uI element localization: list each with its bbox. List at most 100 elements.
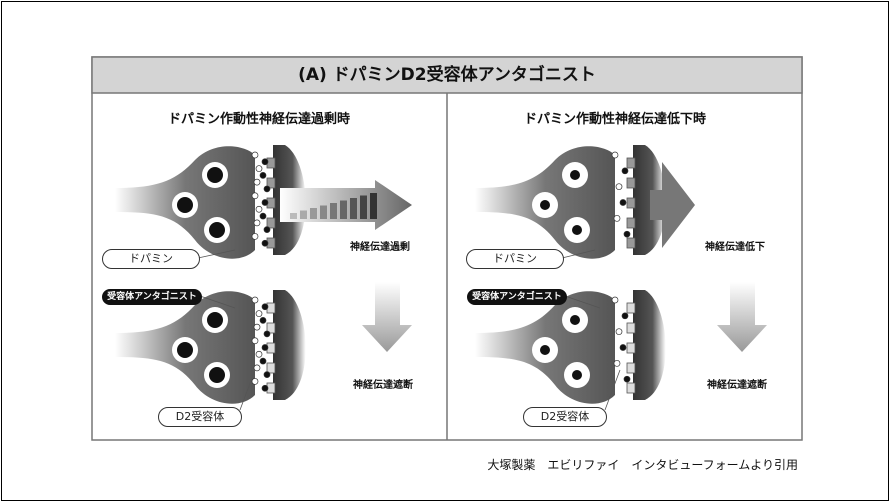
dopamine-molecule xyxy=(261,239,269,247)
antagonist-molecule xyxy=(253,178,261,186)
vesicle-contents xyxy=(177,342,193,358)
antagonist-molecule xyxy=(251,151,259,159)
d2-receptor xyxy=(626,342,636,354)
leader-line xyxy=(199,295,236,309)
signal-bar xyxy=(320,205,327,219)
d2-receptor-label-right: D2受容体 xyxy=(523,407,607,427)
dopamine-molecule xyxy=(263,226,271,233)
block-arrow-left xyxy=(362,282,412,352)
vesicle-contents xyxy=(570,315,580,325)
antagonist-label-left: 受容体アンタゴニスト xyxy=(102,289,202,305)
synapse xyxy=(115,290,306,404)
antagonist-label-right: 受容体アンタゴニスト xyxy=(467,289,567,305)
dopamine-molecule xyxy=(623,375,631,383)
d2-receptor-label-left: D2受容体 xyxy=(158,407,242,427)
antagonist-molecule xyxy=(251,233,259,240)
d2-receptor xyxy=(266,362,276,374)
d2-receptor xyxy=(266,157,276,169)
diagram-title: (A) ドパミンD2受容体アンタゴニスト xyxy=(298,65,596,85)
result-excess: 神経伝達過剰 xyxy=(350,242,410,253)
antagonist-molecule xyxy=(251,192,259,200)
dopamine-molecule xyxy=(261,344,269,351)
antagonist-molecule xyxy=(613,214,621,222)
leader-line xyxy=(604,369,621,411)
vesicle-contents xyxy=(540,200,550,210)
synapse xyxy=(475,145,666,259)
leader-line xyxy=(564,295,601,309)
postsynaptic-membrane xyxy=(633,145,666,255)
dopamine-molecule xyxy=(261,199,269,206)
signal-bar xyxy=(330,203,337,219)
d2-receptor xyxy=(266,217,276,229)
d2-receptor xyxy=(626,322,636,334)
antagonist-molecule xyxy=(253,323,261,331)
vesicle-contents xyxy=(209,367,225,383)
leader-line xyxy=(197,249,236,259)
dopamine-molecule xyxy=(621,312,629,320)
antagonist-molecule xyxy=(255,350,263,358)
dopamine-label-left: ドパミン xyxy=(102,249,200,269)
d2-receptor xyxy=(626,362,636,374)
dopamine-molecule xyxy=(619,344,627,351)
antagonist-molecule xyxy=(613,359,621,367)
vesicle-contents xyxy=(207,312,223,328)
dopamine-molecule xyxy=(263,330,271,338)
antagonist-molecule xyxy=(615,183,623,191)
dopamine-label-right: ドパミン xyxy=(466,249,564,269)
dopamine-molecule xyxy=(259,317,267,324)
vesicle-contents xyxy=(177,197,193,213)
title-bar xyxy=(91,56,803,94)
d2-receptor xyxy=(626,237,636,249)
signal-bar xyxy=(360,195,367,219)
signal-bar xyxy=(290,213,297,219)
d2-receptor xyxy=(626,177,636,189)
antagonist-molecule xyxy=(251,296,259,304)
antagonist-molecule xyxy=(253,364,261,372)
dopamine-molecule xyxy=(619,199,627,206)
d2-receptor xyxy=(266,302,276,314)
antagonist-molecule xyxy=(255,310,263,317)
vesicle-contents xyxy=(572,225,582,235)
synapse xyxy=(475,290,666,404)
synapse xyxy=(115,145,306,259)
d2-receptor xyxy=(626,302,636,314)
vesicle-contents xyxy=(207,167,223,183)
panel-heading-right: ドパミン作動性神経伝達低下時 xyxy=(524,112,707,127)
dopamine-molecule xyxy=(261,303,269,311)
antagonist-molecule xyxy=(255,205,263,213)
antagonist-molecule xyxy=(615,328,623,336)
block-arrow-right xyxy=(717,282,767,352)
antagonist-molecule xyxy=(251,337,259,345)
antagonist-molecule xyxy=(253,219,261,227)
d2-receptor xyxy=(626,197,636,209)
dopamine-molecule xyxy=(263,371,271,378)
result-blocked-right: 神経伝達遮断 xyxy=(707,380,767,391)
d2-receptor xyxy=(266,322,276,334)
antagonist-molecule xyxy=(251,378,259,385)
dopamine-molecule xyxy=(263,185,271,193)
dopamine-molecule xyxy=(259,357,267,365)
signal-bar xyxy=(370,193,377,219)
leader-line xyxy=(561,249,596,259)
antagonist-molecule xyxy=(611,151,619,159)
d2-receptor xyxy=(266,177,276,189)
panel-heading-left: ドパミン作動性神経伝達過剰時 xyxy=(168,112,351,127)
d2-receptor xyxy=(626,382,636,394)
postsynaptic-membrane xyxy=(633,290,666,400)
signal-bar xyxy=(340,200,347,219)
signal-bar xyxy=(310,208,317,219)
postsynaptic-membrane xyxy=(273,290,306,400)
result-blocked-left: 神経伝達遮断 xyxy=(353,380,413,391)
vesicle-contents xyxy=(540,345,550,355)
decrease-arrow xyxy=(650,162,695,248)
antagonist-molecule xyxy=(611,296,619,304)
antagonist-molecule xyxy=(255,165,263,172)
dopamine-molecule xyxy=(259,172,267,179)
dopamine-molecule xyxy=(261,384,269,392)
dopamine-molecule xyxy=(621,167,629,175)
signal-bar xyxy=(350,198,357,219)
source-credit: 大塚製薬 エビリファイ インタビューフォームより引用 xyxy=(487,458,798,472)
d2-receptor xyxy=(626,157,636,169)
dopamine-molecule xyxy=(261,158,269,166)
